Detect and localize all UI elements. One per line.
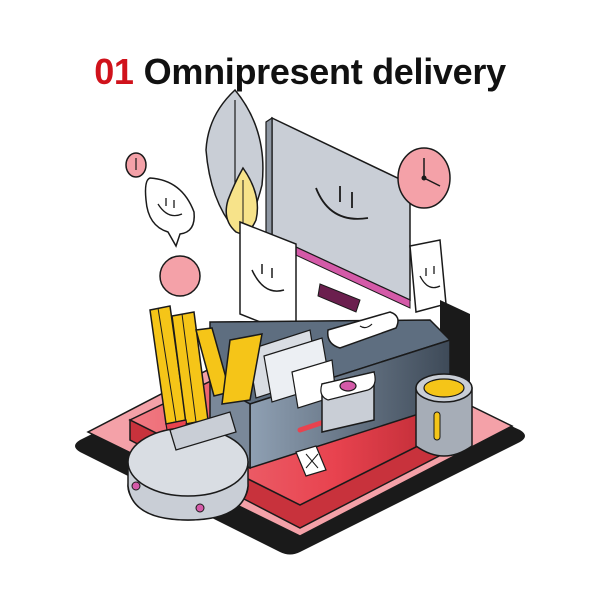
robot-hub-icon bbox=[127, 411, 249, 521]
section-title: Omnipresent delivery bbox=[143, 51, 506, 93]
canister-icon bbox=[415, 373, 473, 457]
envelope-icon bbox=[295, 445, 327, 477]
isometric-illustration bbox=[75, 88, 525, 555]
button-box-icon bbox=[320, 371, 376, 433]
balloon-icon bbox=[159, 255, 201, 297]
monitor-icon bbox=[265, 116, 411, 313]
clock-icon bbox=[397, 147, 451, 209]
section-number: 01 bbox=[94, 51, 134, 93]
chat-bubble-icon bbox=[125, 152, 195, 248]
device-card-icon bbox=[327, 311, 399, 349]
